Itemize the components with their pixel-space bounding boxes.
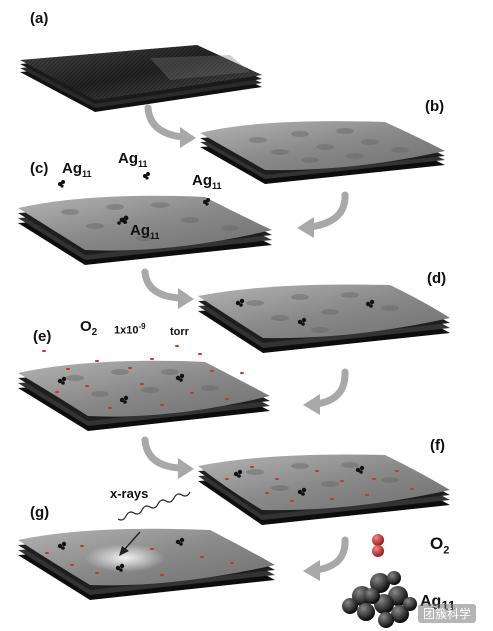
watermark: 团簇科学	[418, 604, 477, 623]
ag11-label-1: Ag11	[62, 160, 92, 179]
o2-label: O2	[80, 318, 98, 338]
arrow-f-to-g	[312, 536, 349, 574]
cluster-d-3	[297, 317, 307, 326]
sheet-e	[18, 360, 270, 431]
oxygen-molecules-e	[42, 345, 244, 409]
legend-ag11-cluster	[342, 571, 417, 628]
arrow-d-to-e-head	[303, 394, 320, 415]
cluster-f-1	[233, 469, 243, 478]
cluster-e-1	[57, 376, 67, 385]
pressure-label: 1x10-9	[114, 322, 146, 337]
panel-label-c: (c)	[30, 160, 49, 177]
cluster-g-2	[175, 537, 185, 546]
cluster-c-4	[117, 215, 129, 225]
arrow-e-to-f-head	[178, 458, 194, 479]
xray-beam	[117, 491, 191, 521]
panel-label-b: (b)	[425, 98, 445, 115]
cluster-e-2	[175, 373, 185, 382]
cluster-g-1	[57, 541, 67, 550]
arrow-a-to-b-head	[180, 127, 196, 148]
panel-label-f: (f)	[430, 437, 445, 454]
cluster-c-3	[203, 198, 210, 206]
oxygen-molecules-g	[45, 545, 234, 576]
sheet-a	[20, 45, 262, 112]
sheet-d	[198, 284, 450, 353]
ag11-label-4: Ag11	[130, 222, 160, 241]
cluster-f-2	[355, 465, 365, 474]
cluster-g-3	[115, 563, 125, 572]
ag11-label-2: Ag11	[118, 150, 148, 169]
cluster-c-2	[143, 172, 150, 180]
panel-label-a: (a)	[30, 10, 49, 27]
sheet-g	[18, 528, 275, 600]
xray-arrow-head	[119, 546, 129, 556]
ag11-label-3: Ag11	[192, 172, 222, 191]
cluster-e-3	[119, 395, 129, 404]
panel-label-e: (e)	[33, 328, 52, 345]
cluster-d-1	[235, 298, 245, 307]
xrays-label: x-rays	[110, 486, 149, 501]
xray-arrow-shaft	[123, 531, 141, 551]
sheet-f	[198, 454, 450, 525]
oxygen-molecules-f	[225, 466, 414, 502]
arrow-d-to-e	[312, 368, 349, 408]
arrow-b-to-c-head	[297, 217, 314, 238]
arrow-e-to-f	[141, 436, 184, 472]
arrow-a-to-b	[144, 104, 186, 141]
panel-label-g: (g)	[30, 504, 50, 521]
cluster-f-3	[297, 487, 307, 496]
cluster-c-1	[58, 180, 65, 188]
panel-label-d: (d)	[427, 270, 447, 287]
arrow-c-to-d-head	[178, 288, 194, 309]
arrow-f-to-g-head	[303, 560, 320, 581]
arrow-c-to-d	[141, 268, 184, 302]
sheet-c	[18, 195, 272, 265]
legend-o2-molecule	[372, 534, 384, 557]
arrow-b-to-c	[306, 191, 349, 231]
pressure-unit: torr	[170, 326, 189, 338]
legend-o2-label: O2	[430, 534, 450, 557]
sheet-b	[200, 121, 445, 184]
cluster-d-2	[365, 299, 375, 308]
